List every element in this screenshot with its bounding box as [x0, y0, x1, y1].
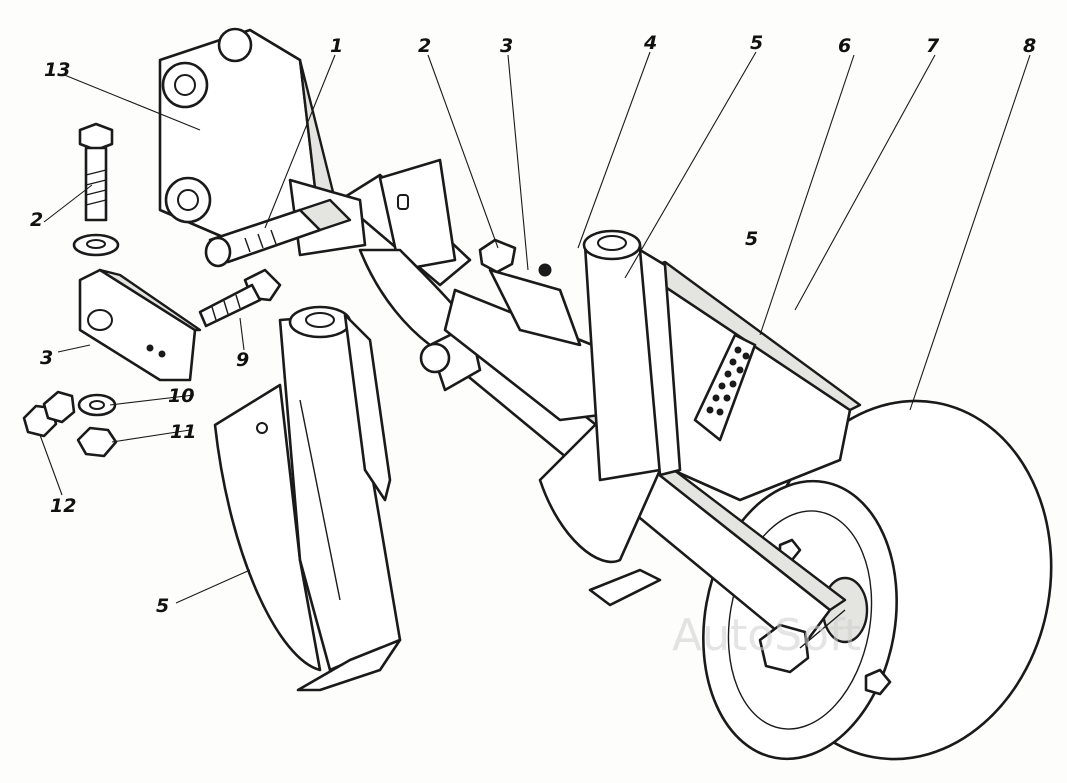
nuts-washers [22, 390, 118, 458]
callout-5-bottom: 5 [156, 595, 169, 617]
coulter-mounted [538, 229, 682, 607]
callout-12: 12 [50, 495, 76, 517]
axle-nut [758, 623, 810, 674]
square-shaft [204, 198, 352, 268]
bolt-2 [72, 122, 120, 257]
upper-bracket [478, 238, 582, 347]
callout-8: 8 [1023, 35, 1036, 57]
wheel-nut-bottom [864, 668, 892, 696]
callout-9: 9 [236, 349, 249, 371]
callout-5-top: 5 [750, 32, 763, 54]
callout-2-left: 2 [30, 209, 43, 231]
callout-11: 11 [170, 421, 196, 443]
callout-3-left: 3 [40, 347, 53, 369]
nut-12b [42, 390, 76, 424]
callout-5-right: 5 [745, 228, 758, 250]
callout-6: 6 [838, 35, 851, 57]
callout-labels: 13 1 2 2 3 4 5 6 7 8 3 9 10 11 12 5 5 [30, 32, 1036, 617]
nut-11 [76, 426, 118, 458]
clamp-plate-3 [78, 268, 202, 382]
bolt-9 [198, 268, 282, 328]
watermark-text: AutoSoft [672, 610, 861, 661]
callout-13: 13 [44, 59, 70, 81]
callout-2-top: 2 [418, 35, 431, 57]
depth-adjuster [638, 260, 862, 502]
hitch-bracket [158, 27, 367, 257]
top-bolt-head [478, 238, 517, 274]
callout-7: 7 [926, 35, 940, 57]
callout-3-top: 3 [500, 35, 513, 57]
callout-10: 10 [168, 385, 194, 407]
leader-lines [39, 51, 1031, 604]
coulter-loose [213, 305, 402, 692]
callout-4: 4 [643, 32, 657, 54]
callout-1: 1 [330, 35, 343, 57]
